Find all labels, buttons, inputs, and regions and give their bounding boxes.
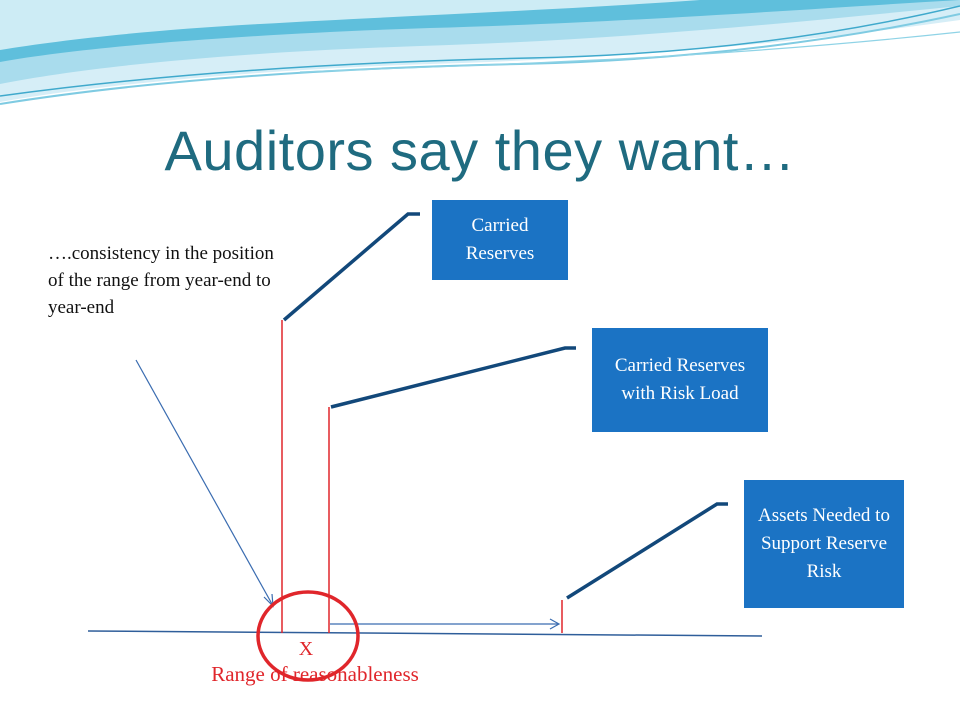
connector-assets [566,502,728,600]
top-wave-banner [0,0,960,105]
connector-carried-reserves [282,212,420,322]
horizontal-arrow-head [549,618,561,630]
baseline [87,630,763,637]
slide-title: Auditors say they want… [164,119,796,182]
box-risk-load-label: Carried Reserves with Risk Load [614,355,746,404]
box-assets-label: Assets Needed to Support Reserve Risk [758,505,890,582]
connector-risk-load [330,346,576,409]
range-label: Range of reasonableness [211,662,419,686]
box-carried-reserves-label: Carried Reserves [465,215,535,264]
box-carried-reserves-risk-load: Carried Reserves with Risk Load [592,328,768,432]
range-circle [256,590,360,682]
consistency-note: ….consistency in the position of the ran… [48,243,274,318]
note-pointer-arrow [135,359,273,605]
wave-line-2 [0,5,960,97]
box-assets-needed: Assets Needed to Support Reserve Risk [744,480,904,608]
wave-highlight [0,0,700,50]
x-mark: X [298,638,314,660]
box-carried-reserves: Carried Reserves [432,200,568,280]
wave-line-3 [299,31,960,73]
